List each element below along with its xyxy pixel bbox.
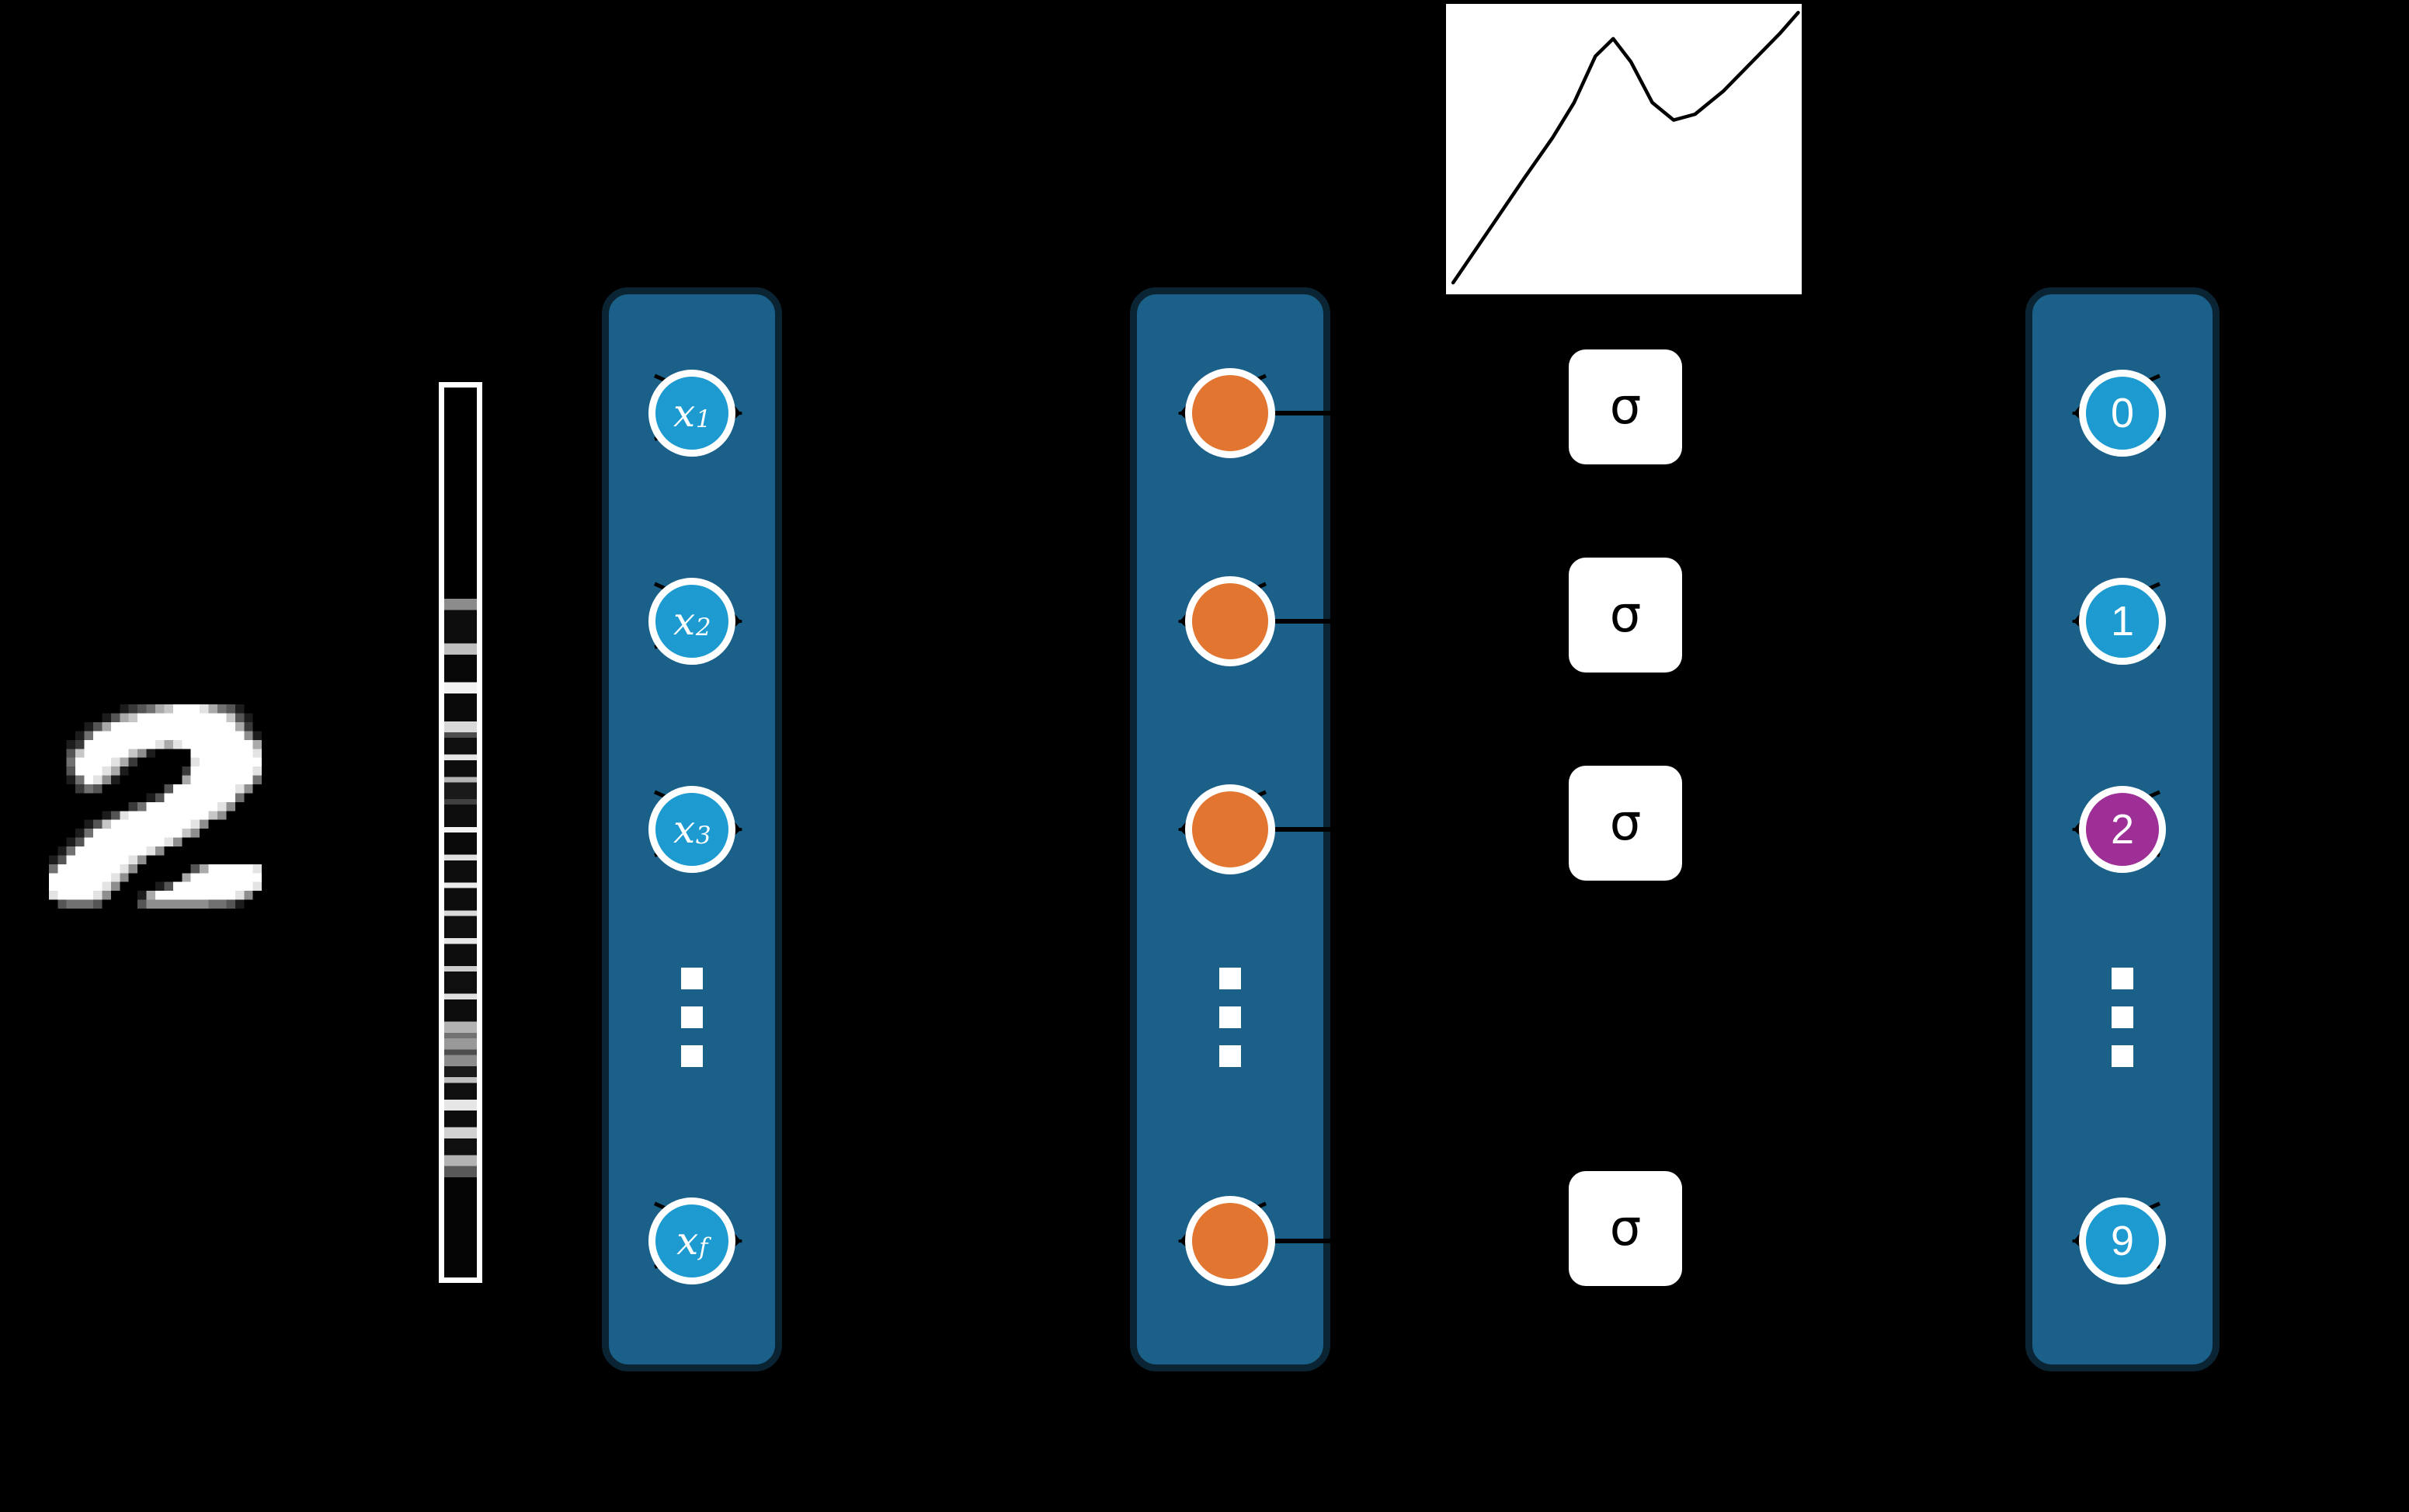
node-label: 0	[2110, 390, 2135, 436]
feature-vector-strip	[439, 382, 482, 1283]
hidden-layer-node-4[interactable]	[1185, 1196, 1275, 1286]
ellipsis-dot	[681, 968, 703, 989]
node-label: x	[673, 807, 696, 852]
ellipsis-dot	[2112, 968, 2133, 989]
sigma-glyph: σ	[1609, 1200, 1642, 1257]
sigma-activation-box-1[interactable]: σ	[1569, 349, 1682, 464]
node-label-subscript: 2	[695, 613, 711, 641]
node-label: x	[676, 1218, 699, 1263]
sigma-glyph: σ	[1609, 586, 1642, 644]
node-label-subscript: f	[698, 1232, 708, 1261]
hidden-layer-node-3[interactable]	[1185, 784, 1275, 874]
output-layer-node-9[interactable]: 9	[2079, 1197, 2166, 1284]
node-label: x	[673, 391, 696, 436]
hidden-layer-node-2[interactable]	[1185, 576, 1275, 666]
input-layer-vertical-ellipsis	[681, 968, 703, 1067]
output-layer-node-1[interactable]: 1	[2079, 578, 2166, 665]
node-label-subscript: 1	[695, 405, 711, 433]
ellipsis-dot	[681, 1006, 703, 1028]
ellipsis-dot	[1219, 968, 1241, 989]
output-layer-node-2[interactable]: 2	[2079, 786, 2166, 873]
hidden-layer-node-1[interactable]	[1185, 368, 1275, 458]
output-layer-node-0[interactable]: 0	[2079, 370, 2166, 457]
sigma-glyph: σ	[1609, 378, 1642, 436]
sigma-activation-box-3[interactable]: σ	[1569, 766, 1682, 881]
sigma-glyph: σ	[1609, 794, 1642, 852]
ellipsis-dot	[681, 1045, 703, 1067]
activation-curve-svg	[1446, 4, 1802, 294]
ellipsis-dot	[1219, 1006, 1241, 1028]
node-label: 1	[2110, 598, 2135, 645]
node-label: 9	[2110, 1218, 2135, 1264]
node-label: x	[673, 599, 696, 644]
node-label-subscript: 3	[695, 821, 711, 850]
sigma-activation-box-4[interactable]: σ	[1569, 1171, 1682, 1286]
activation-curve	[1453, 12, 1798, 283]
activation-function-plot	[1446, 4, 1802, 294]
ellipsis-dot	[2112, 1006, 2133, 1028]
sigma-activation-box-2[interactable]: σ	[1569, 558, 1682, 673]
hidden-layer-vertical-ellipsis	[1219, 968, 1241, 1067]
node-label: 2	[2110, 806, 2135, 853]
input-digit-image	[31, 660, 280, 909]
feature-vector-canvas	[444, 388, 477, 1277]
ellipsis-dot	[1219, 1045, 1241, 1067]
ellipsis-dot	[2112, 1045, 2133, 1067]
output-layer-vertical-ellipsis	[2112, 968, 2133, 1067]
